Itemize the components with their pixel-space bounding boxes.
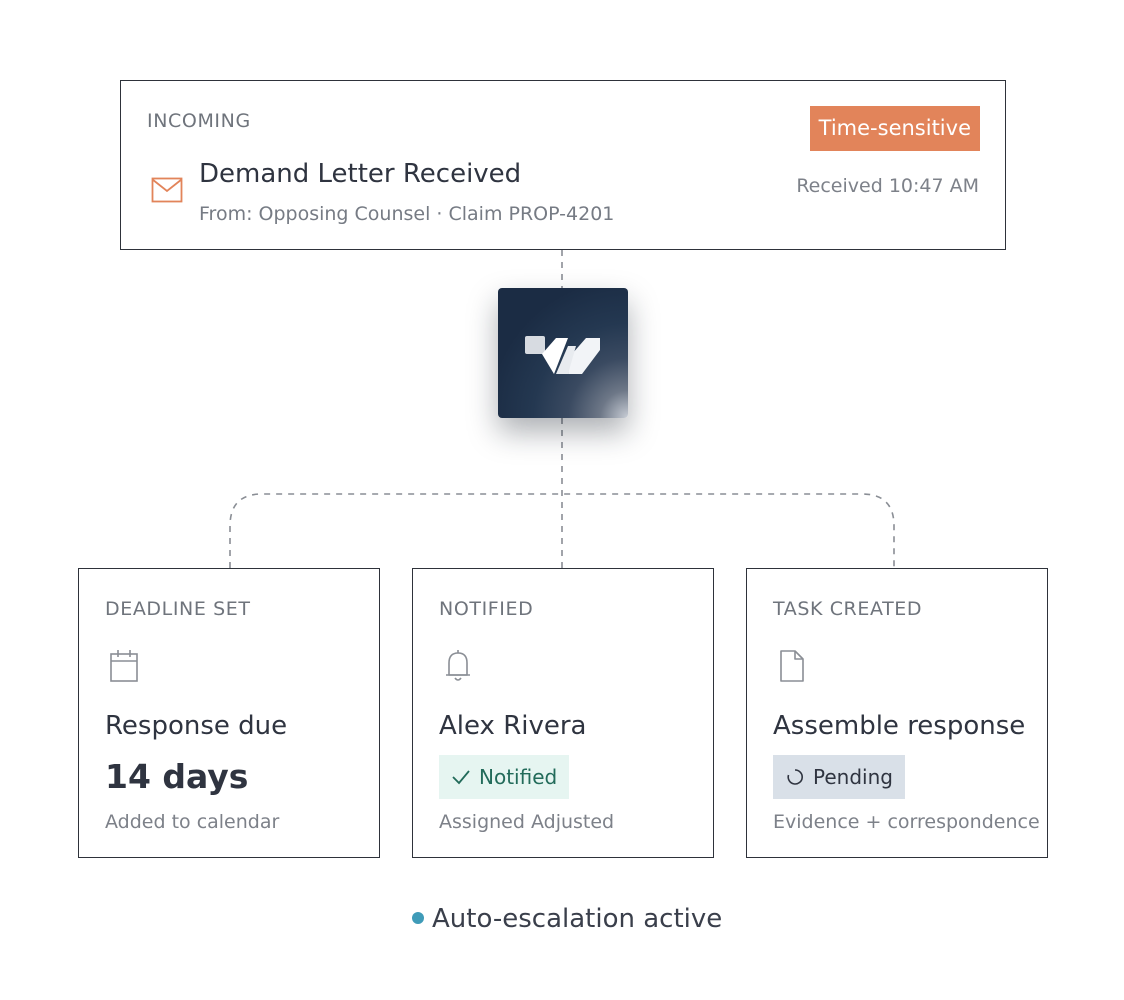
deadline-heading: Response due: [105, 711, 288, 741]
notified-person: Alex Rivera: [439, 711, 587, 741]
check-icon: [452, 770, 470, 785]
task-card[interactable]: TASK CREATED Assemble response Pending E…: [746, 568, 1048, 858]
incoming-title: Demand Letter Received: [199, 159, 522, 189]
escalation-status: Auto-escalation active: [412, 904, 722, 934]
task-label: TASK CREATED: [773, 598, 923, 620]
deadline-footnote: Added to calendar: [105, 811, 280, 833]
status-dot: [412, 912, 424, 924]
document-icon: [780, 650, 804, 682]
incoming-label: INCOMING: [147, 110, 251, 132]
brand-logo: [498, 288, 628, 418]
deadline-card[interactable]: DEADLINE SET Response due 14 days Added …: [78, 568, 380, 858]
deadline-label: DEADLINE SET: [105, 598, 251, 620]
task-heading: Assemble response: [773, 711, 1026, 741]
task-status-text: Pending: [813, 765, 893, 789]
mail-icon: [151, 177, 183, 203]
task-footnote: Evidence + correspondence: [773, 811, 1040, 833]
notified-status-text: Notified: [479, 765, 558, 789]
brand-logo-icon: [525, 336, 600, 374]
notified-status-pill: Notified: [439, 755, 570, 799]
task-status-pill: Pending: [773, 755, 905, 799]
calendar-icon: [110, 650, 138, 682]
received-time: Received 10:47 AM: [796, 175, 979, 197]
deadline-value: 14 days: [105, 757, 249, 796]
escalation-status-text: Auto-escalation active: [432, 904, 723, 934]
notified-label: NOTIFIED: [439, 598, 534, 620]
bell-icon: [446, 650, 470, 681]
notified-card[interactable]: NOTIFIED Alex Rivera Notified Assigned A…: [412, 568, 714, 858]
incoming-card[interactable]: INCOMING Time-sensitive Demand Letter Re…: [120, 80, 1006, 250]
notified-footnote: Assigned Adjusted: [439, 811, 615, 833]
spinner-icon: [787, 769, 803, 785]
time-sensitive-badge: Time-sensitive: [809, 106, 980, 151]
incoming-subtitle: From: Opposing Counsel · Claim PROP-4201: [199, 203, 615, 225]
